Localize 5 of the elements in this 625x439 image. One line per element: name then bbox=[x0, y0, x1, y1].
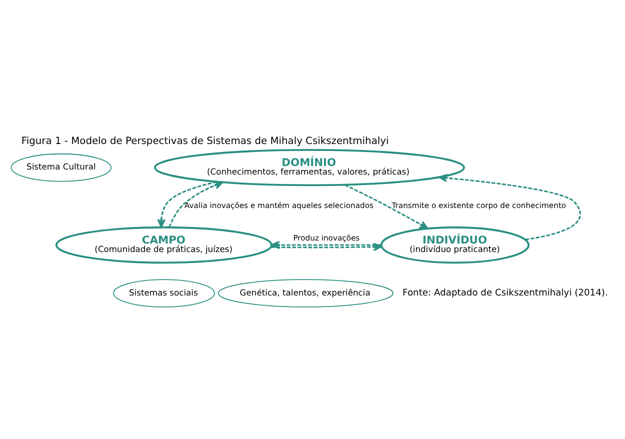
diagram-title: Figura 1 - Modelo de Perspectivas de Sistemas de Mihaly Csikszentmihalyi bbox=[21, 136, 389, 147]
edge-label: Avalia inovações e mantém aqueles selecionados bbox=[184, 200, 374, 210]
edge-label: Produz inovações bbox=[293, 232, 360, 242]
caption: Fonte: Adaptado de Csikszentmihalyi (2014). bbox=[402, 288, 608, 298]
edge-label: Transmite o existente corpo de conhecimento bbox=[392, 200, 566, 210]
